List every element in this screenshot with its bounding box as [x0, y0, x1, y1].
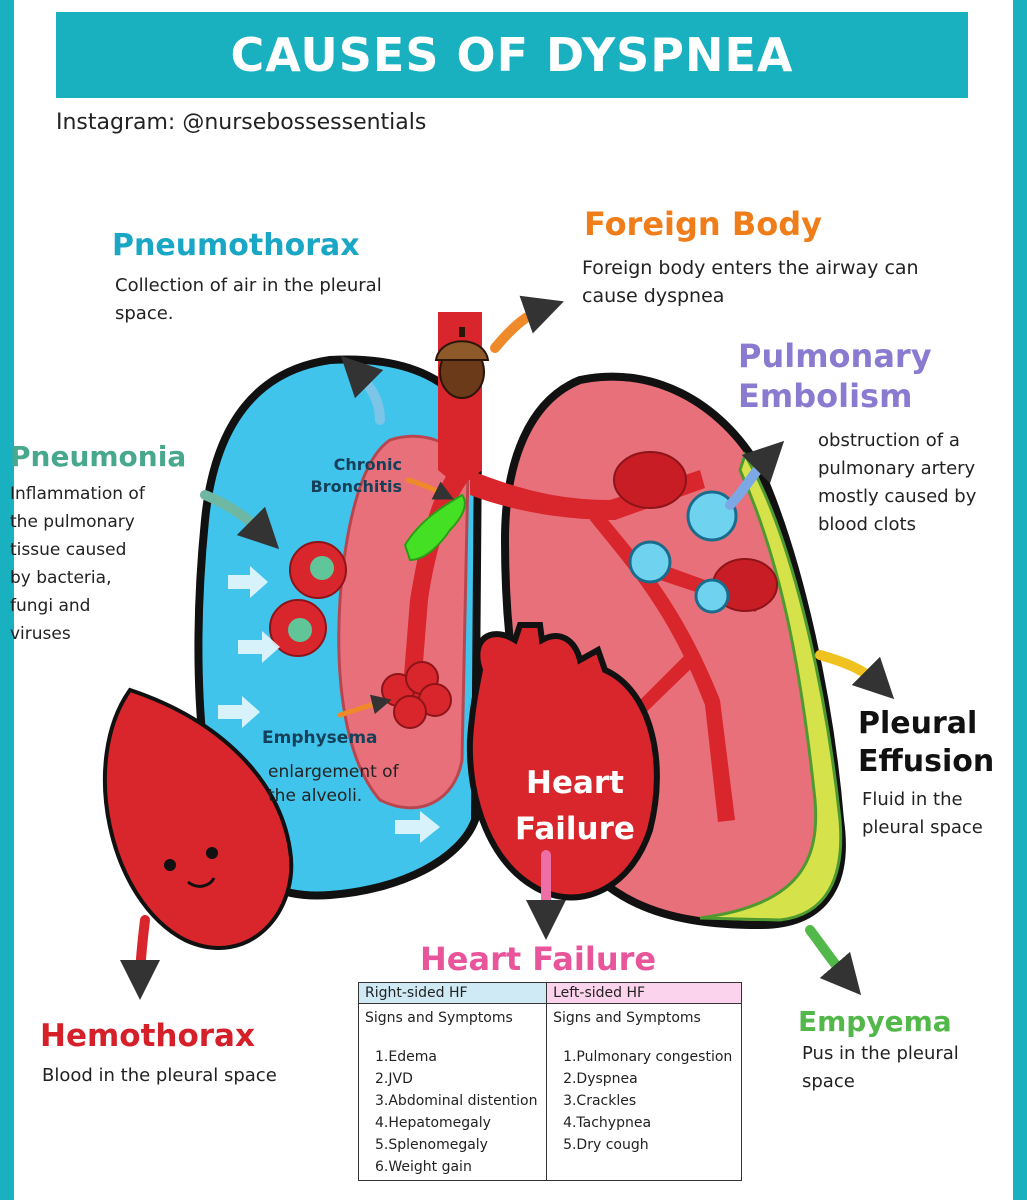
page-title: CAUSES OF DYSPNEA [230, 28, 794, 82]
empyema-title: Empyema [798, 1005, 952, 1038]
instagram-handle: Instagram: @nursebossessentials [56, 110, 427, 135]
left-hf-header: Left-sided HF [546, 982, 742, 1004]
pleural-effusion-description: Fluid in the pleural space [862, 789, 983, 838]
right-hf-item: 2.JVD [375, 1071, 413, 1087]
heart-failure-title: Heart Failure [420, 940, 657, 978]
empyema-description: Pus in the pleural space [802, 1043, 959, 1092]
heart-failure-table: Right-sided HF Left-sided HF Signs and S… [357, 982, 742, 1181]
right-hf-item: 1.Edema [375, 1049, 437, 1065]
right-hf-item: 4.Hepatomegaly [375, 1115, 491, 1131]
bubble-icon [686, 490, 738, 542]
left-hf-cell: Signs and Symptoms 1.Pulmonary congestio… [546, 1003, 742, 1181]
mucus [403, 493, 466, 562]
pneumonia-title: Pneumonia [10, 440, 187, 473]
right-hf-subheader: Signs and Symptoms [365, 1010, 513, 1026]
right-hf-cell: Signs and Symptoms 1.Edema 2.JVD 3.Abdom… [357, 1003, 548, 1181]
left-hf-subheader: Signs and Symptoms [553, 1010, 701, 1026]
bubble-icon [694, 578, 730, 614]
right-hf-item: 5.Splenomegaly [375, 1137, 488, 1153]
foreign-body-description: Foreign body enters the airway can cause… [582, 257, 919, 307]
right-hf-item: 6.Weight gain [375, 1159, 472, 1175]
pulmonary-embolism-description: obstruction of a pulmonary artery mostly… [818, 430, 977, 535]
left-hf-item: 4.Tachypnea [563, 1115, 652, 1131]
left-bronchus [402, 470, 470, 700]
pneumonia-description: Inflammation of the pulmonary tissue cau… [10, 484, 145, 644]
emphysema-description: enlargement of the alveoli. [268, 762, 399, 806]
chronic-bronchitis-label: Chronic Bronchitis [310, 455, 402, 496]
blood-clot [613, 451, 687, 509]
heart-failure-art-label: Heart Failure [515, 765, 635, 847]
right-hf-item: 3.Abdominal distention [375, 1093, 538, 1109]
left-hf-item: 3.Crackles [563, 1093, 637, 1109]
title-banner: CAUSES OF DYSPNEA [56, 12, 968, 98]
hemothorax-description: Blood in the pleural space [42, 1065, 277, 1086]
emphysema-title: Emphysema [262, 728, 378, 748]
left-hf-item: 2.Dyspnea [563, 1071, 638, 1087]
pulmonary-embolism-title: Pulmonary Embolism [738, 337, 932, 415]
left-hf-item: 5.Dry cough [563, 1137, 649, 1153]
acorn-icon [434, 327, 490, 399]
heart-icon [466, 622, 660, 901]
pneumothorax-description: Collection of air in the pleural space. [115, 275, 382, 324]
foreign-body-title: Foreign Body [584, 205, 822, 243]
right-bronchus-2 [590, 510, 735, 822]
blood-drop-icon [102, 687, 294, 950]
hemothorax-title: Hemothorax [40, 1018, 255, 1054]
bubble-icon [628, 540, 672, 584]
virus-icon [269, 541, 347, 657]
pleural-effusion-title: Pleural Effusion [858, 706, 995, 779]
left-hf-item: 1.Pulmonary congestion [563, 1049, 733, 1065]
pneumothorax-title: Pneumothorax [112, 228, 360, 263]
pleural-fluid [699, 451, 843, 922]
right-hf-header: Right-sided HF [357, 982, 548, 1004]
emphysema-alveoli [381, 661, 452, 729]
